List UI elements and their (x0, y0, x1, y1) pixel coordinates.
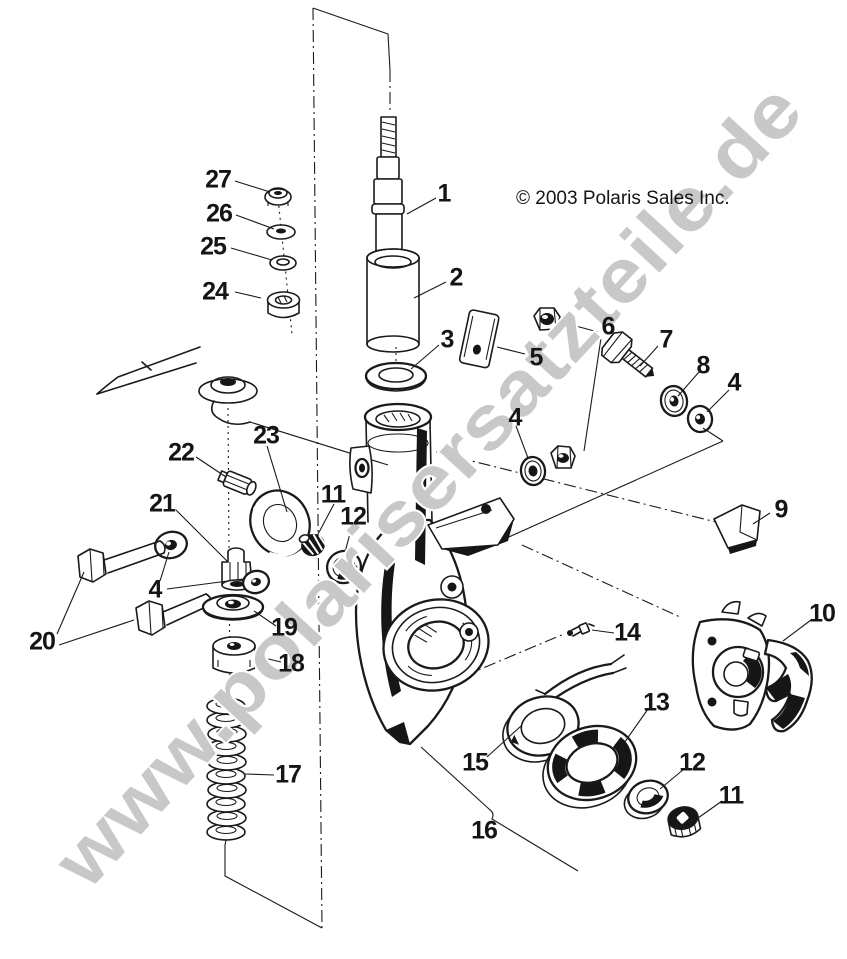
callout-6: 6 (601, 312, 616, 341)
callout-25: 25 (200, 232, 227, 261)
pivot-stack-drawing (77, 470, 363, 846)
callout-20: 20 (29, 627, 56, 656)
callout-4: 4 (148, 575, 163, 604)
callout-1: 1 (437, 179, 452, 208)
callout-5: 5 (529, 343, 544, 372)
callout-27: 27 (205, 165, 232, 194)
callout-8: 8 (696, 351, 711, 380)
strut-drawing (364, 116, 428, 392)
knuckle-drawing (349, 402, 515, 746)
grease-fitting-drawing (567, 622, 595, 637)
callout-16: 16 (471, 816, 498, 845)
callout-9: 9 (774, 495, 789, 524)
callout-10: 10 (809, 599, 836, 628)
callout-4: 4 (727, 368, 742, 397)
caliper-drawing (691, 600, 813, 733)
callout-2: 2 (449, 263, 464, 292)
stack-27-26-25-24-drawing (264, 187, 301, 335)
callout-17: 17 (275, 760, 302, 789)
callout-18: 18 (278, 649, 305, 678)
spring-coils (206, 697, 247, 841)
callout-22: 22 (168, 438, 195, 467)
callout-4: 4 (508, 403, 523, 432)
callout-15: 15 (462, 748, 489, 777)
callout-7: 7 (659, 325, 674, 354)
callout-24: 24 (202, 277, 229, 306)
callout-26: 26 (206, 199, 233, 228)
callout-11: 11 (320, 480, 346, 509)
callout-21: 21 (149, 489, 176, 518)
seal-bearing-group-drawing (502, 695, 702, 838)
callout-19: 19 (271, 613, 298, 642)
callout-11: 11 (718, 781, 744, 810)
callout-23: 23 (253, 421, 280, 450)
bracket-5-group-drawing (458, 307, 576, 487)
leader-lines (56, 180, 812, 872)
callout-14: 14 (614, 618, 641, 647)
callout-12: 12 (340, 502, 367, 531)
callout-13: 13 (643, 688, 670, 717)
copyright-text: © 2003 Polaris Sales Inc. (516, 188, 730, 209)
callout-12: 12 (679, 748, 706, 777)
callout-3: 3 (440, 325, 455, 354)
bolt-7-group-drawing (600, 331, 761, 554)
